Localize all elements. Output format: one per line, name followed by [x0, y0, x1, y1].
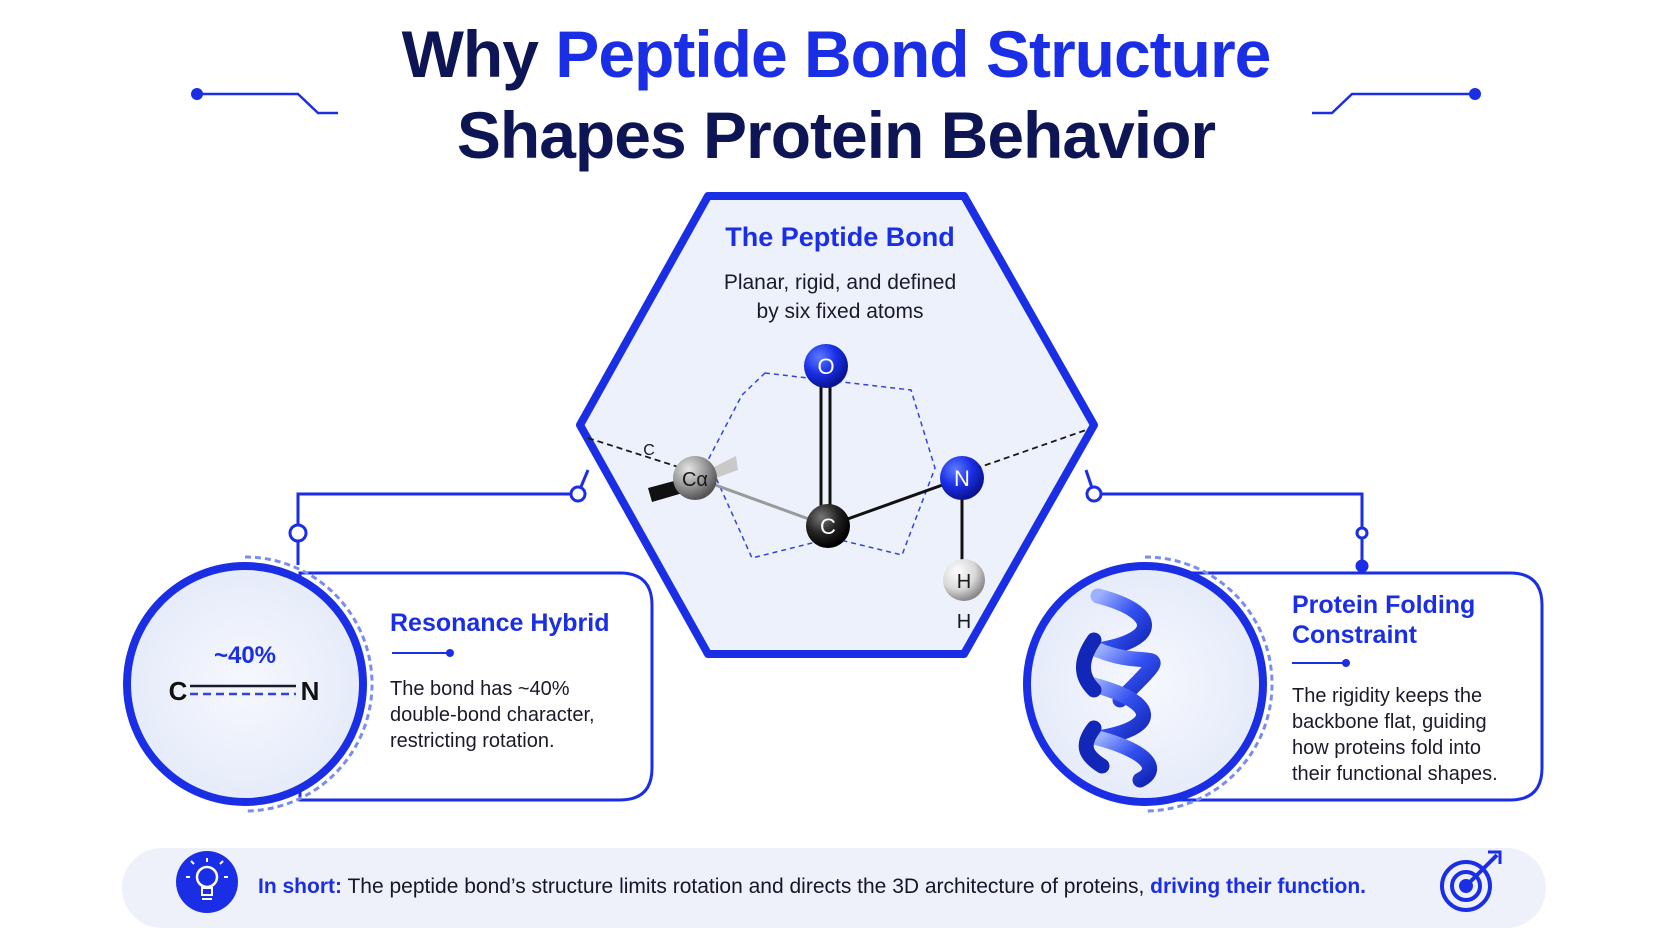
- resonance-body-line-3: restricting rotation.: [390, 730, 555, 752]
- folding-circle-arc: [1144, 555, 1274, 813]
- peptide-bond-subtitle-line-1: Planar, rigid, and defined: [723, 271, 957, 294]
- folding-title-line-2: Constraint: [1292, 621, 1417, 649]
- atom-carbon: C: [806, 504, 850, 548]
- atom-carbon-label: C: [820, 514, 836, 539]
- atom-alpha-carbon-label: Cα: [682, 469, 708, 491]
- page-title-line-2: Shapes Protein Behavior: [456, 98, 1216, 172]
- atom-hydrogen: H: [943, 559, 985, 601]
- atom-alpha-carbon: Cα: [673, 456, 717, 500]
- resonance-bond-symbol: [190, 684, 296, 696]
- connector-right: [1084, 469, 1369, 573]
- resonance-title: Resonance Hybrid: [390, 609, 610, 637]
- peptide-bond-hexagon: [576, 192, 1098, 658]
- folding-body-line-2: backbone flat, guiding: [1292, 711, 1487, 733]
- folding-title-underline: [1292, 659, 1350, 667]
- title-accent: Peptide Bond Structure: [555, 17, 1271, 91]
- title-decoration-right: [1312, 88, 1481, 115]
- atom-nitrogen: N: [940, 456, 984, 500]
- resonance-percent: ~40%: [214, 642, 276, 669]
- title-prefix: Why: [401, 17, 539, 91]
- bond-atom-carbon: C: [169, 676, 188, 706]
- bond-atom-nitrogen: N: [301, 676, 320, 706]
- folding-title-line-1: Protein Folding: [1292, 591, 1476, 619]
- connector-left: [288, 469, 590, 565]
- hydrogen-caption: H: [957, 611, 971, 633]
- resonance-body-line-1: The bond has ~40%: [390, 678, 570, 700]
- bonds: [648, 383, 964, 565]
- summary-emphasis: driving their function.: [1150, 875, 1366, 898]
- summary-banner: [122, 848, 1546, 928]
- protein-helix-icon: [1076, 588, 1161, 788]
- summary-text: In short: The peptide bond’s structure l…: [258, 875, 1438, 899]
- resonance-title-underline: [392, 649, 454, 657]
- summary-body: The peptide bond’s structure limits rota…: [342, 875, 1151, 898]
- folding-body-line-4: their functional shapes.: [1292, 763, 1498, 785]
- resonance-card: [298, 571, 654, 802]
- resonance-body-line-2: double-bond character,: [390, 704, 595, 726]
- resonance-circle: [123, 562, 367, 806]
- folding-body: The rigidity keeps the backbone flat, gu…: [1292, 683, 1498, 787]
- lightbulb-icon: [176, 851, 238, 913]
- atom-nitrogen-label: N: [954, 466, 970, 491]
- peptide-plane-outline: [707, 372, 936, 559]
- atom-oxygen: O: [804, 344, 848, 388]
- atom-oxygen-label: O: [817, 354, 834, 379]
- summary-lead: In short:: [258, 875, 342, 898]
- target-icon: [1440, 850, 1502, 912]
- folding-body-line-3: how proteins fold into: [1292, 737, 1482, 759]
- plane-extension-right: [965, 429, 1087, 473]
- title-decoration-left: [191, 88, 338, 115]
- peptide-bond-subtitle-line-2: by six fixed atoms: [756, 300, 924, 323]
- folding-title: Protein Folding Constraint: [1292, 590, 1475, 650]
- folding-body-line-1: The rigidity keeps the: [1292, 685, 1483, 707]
- resonance-body: The bond has ~40% double-bond character,…: [390, 676, 595, 754]
- plane-extension-left: [587, 437, 695, 473]
- peptide-bond-subtitle: Planar, rigid, and defined by six fixed …: [660, 268, 1020, 326]
- peptide-bond-title: The Peptide Bond: [725, 222, 955, 252]
- resonance-circle-arc: [244, 555, 374, 813]
- atom-hydrogen-label: H: [957, 571, 971, 593]
- page-title-line-1: Why Peptide Bond Structure: [0, 16, 1672, 92]
- partial-carbon-label: C: [643, 442, 655, 459]
